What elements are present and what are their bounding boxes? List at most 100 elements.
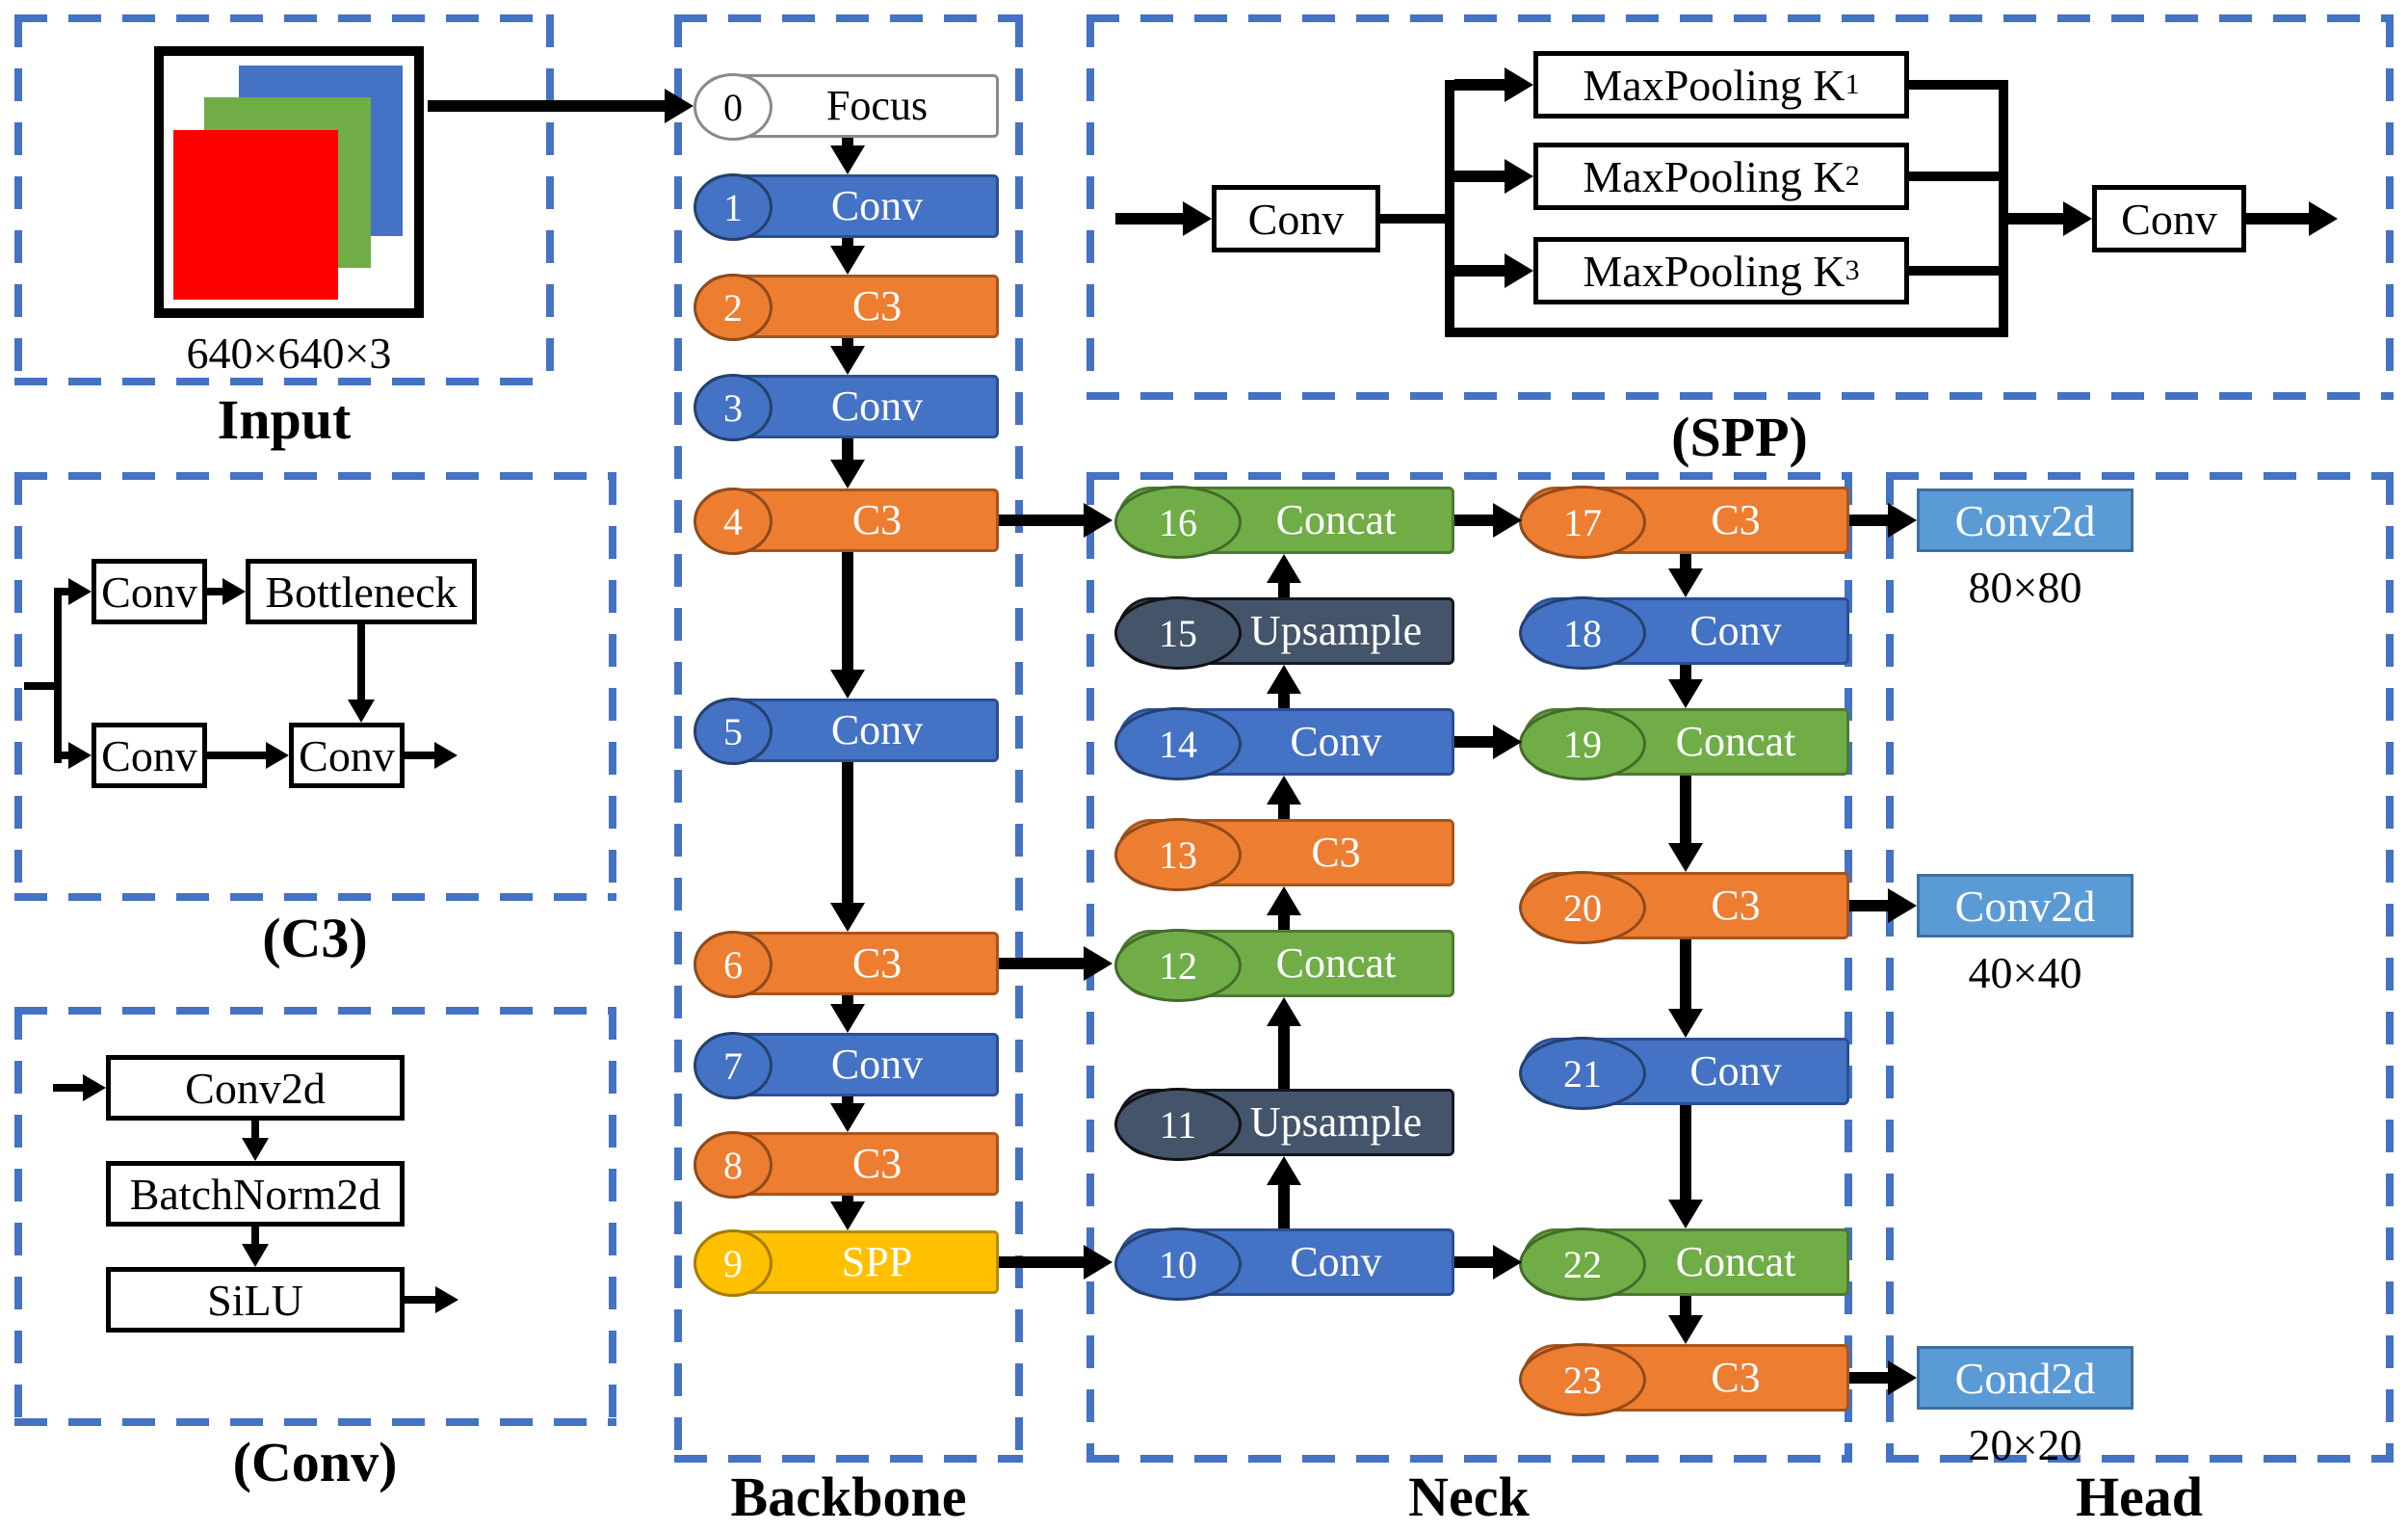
flow-arrow — [1267, 1156, 1301, 1228]
node-number-badge: 4 — [694, 488, 772, 555]
node-label: C3 — [1711, 882, 1761, 929]
node-number-badge: 3 — [694, 374, 772, 441]
flow-arrow — [830, 138, 865, 174]
flow-arrow — [1267, 665, 1301, 708]
head-section-box — [1886, 472, 2394, 1463]
head-output-size-20: 20×20 — [1968, 1420, 2082, 1469]
node-label: C3 — [851, 496, 903, 543]
neck-node-concat-16: 16 Concat — [1114, 486, 1454, 559]
arrow-c3-17-to-head-80 — [1849, 503, 1917, 538]
flow-arrow — [830, 338, 865, 375]
spp-line — [1909, 80, 2003, 90]
neck-node-conv-14: 14 Conv — [1114, 707, 1454, 780]
flow-arrow — [830, 995, 865, 1033]
node-number-badge: 19 — [1519, 707, 1646, 780]
flow-arrow — [1668, 665, 1703, 708]
flow-arrow — [1267, 776, 1301, 819]
arrow-concat-16-to-c3-17 — [1454, 503, 1522, 538]
c3-split-line — [54, 588, 62, 763]
node-number-badge: 10 — [1114, 1227, 1242, 1301]
node-label: Conv — [830, 706, 924, 753]
node-number-badge: 16 — [1114, 486, 1242, 559]
node-label: C3 — [1311, 829, 1361, 876]
maxpool-label: MaxPooling K — [1583, 151, 1845, 201]
node-label: C3 — [851, 1140, 903, 1187]
arrow-conv-10-to-concat-22 — [1454, 1245, 1522, 1280]
input-dims-label: 640×640×3 — [186, 329, 392, 378]
flow-arrow — [830, 552, 865, 699]
node-number-badge: 8 — [694, 1131, 772, 1199]
c3-output-arrow — [405, 742, 458, 769]
input-channel-red — [173, 130, 338, 300]
flow-arrow — [1668, 939, 1703, 1038]
head-output-box-40: Conv2d — [1917, 874, 2133, 937]
node-label: Conv — [830, 182, 924, 229]
node-number-badge: 23 — [1519, 1343, 1646, 1416]
flow-arrow — [242, 1227, 269, 1267]
head-output-size-40: 40×40 — [1968, 948, 2082, 997]
flow-arrow — [207, 742, 289, 769]
flow-arrow — [348, 624, 375, 723]
node-number-badge: 14 — [1114, 707, 1242, 780]
arrow-c3-20-to-head-40 — [1849, 888, 1917, 923]
flow-arrow — [1668, 1296, 1703, 1344]
arrow-input-to-focus — [428, 89, 694, 123]
conv-batchnorm-box: BatchNorm2d — [106, 1161, 405, 1227]
head-title: Head — [2075, 1465, 2204, 1528]
spp-conv-in-box: Conv — [1212, 185, 1380, 252]
node-label: Conv — [830, 383, 924, 430]
conv-silu-box: SiLU — [106, 1267, 405, 1333]
spp-title: (SPP) — [1671, 406, 1808, 468]
node-label: Upsample — [1249, 1098, 1423, 1146]
c3-conv-out-box: Conv — [289, 723, 405, 788]
node-number-badge: 13 — [1114, 818, 1242, 891]
spp-bypass-line — [1445, 328, 2008, 337]
flow-arrow — [1454, 159, 1533, 194]
head-output-box-80: Conv2d — [1917, 488, 2133, 552]
flow-arrow — [830, 1096, 865, 1132]
node-number-badge: 18 — [1519, 596, 1646, 670]
node-number-badge: 21 — [1519, 1037, 1646, 1110]
flow-arrow — [830, 438, 865, 488]
node-label: Concat — [1275, 496, 1397, 543]
flow-arrow — [2008, 201, 2092, 236]
neck-node-conv-21: 21 Conv — [1519, 1037, 1849, 1110]
spp-detail-section-box — [1086, 14, 2394, 400]
spp-line — [1909, 172, 2003, 181]
maxpool-label: MaxPooling K — [1583, 246, 1845, 296]
input-title: Input — [217, 388, 352, 451]
node-label: Conv — [1689, 1047, 1782, 1095]
flow-arrow — [830, 762, 865, 932]
node-number-badge: 11 — [1114, 1088, 1242, 1161]
input-section-box — [14, 14, 554, 385]
node-number-badge: 6 — [694, 931, 772, 998]
arrow-c3-4-to-concat-16 — [999, 503, 1112, 538]
node-label: Conv — [830, 1041, 924, 1088]
head-output-size-80: 80×80 — [1968, 563, 2082, 612]
node-number-badge: 5 — [694, 698, 772, 765]
node-label: Concat — [1275, 939, 1397, 987]
flow-arrow — [830, 238, 865, 275]
flow-arrow — [1668, 776, 1703, 872]
arrow-conv-14-to-concat-19 — [1454, 725, 1522, 759]
spp-input-arrow — [1115, 201, 1212, 236]
node-number-badge: 7 — [694, 1032, 772, 1099]
node-label: C3 — [1711, 1354, 1761, 1401]
backbone-node-c3-8: 8 C3 — [694, 1131, 999, 1199]
neck-node-c3-23: 23 C3 — [1519, 1343, 1849, 1416]
node-number-badge: 2 — [694, 274, 772, 341]
backbone-node-conv3: 3 Conv — [694, 374, 999, 441]
maxpool-label: MaxPooling K — [1583, 60, 1845, 110]
node-label: C3 — [1711, 496, 1761, 543]
node-label: Conv — [1290, 718, 1382, 765]
